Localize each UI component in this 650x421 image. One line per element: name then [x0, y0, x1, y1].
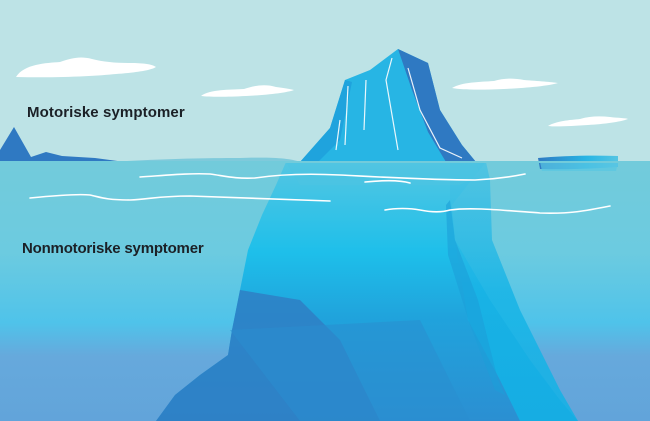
cloud-2 — [201, 85, 294, 97]
underwater-iceberg-ridge — [446, 200, 505, 395]
water-surface-line — [0, 161, 650, 163]
cloud-3 — [452, 78, 558, 90]
iceberg-tip-dark-face — [398, 49, 476, 162]
wave-lines — [29, 172, 611, 214]
nonmotor-symptoms-label: Nonmotoriske symptomer — [22, 240, 204, 257]
motor-symptoms-label: Motoriske symptomer — [27, 104, 185, 121]
underwater-iceberg-shadow-blend — [230, 320, 470, 421]
ice-crack-lines — [335, 57, 463, 159]
iceberg-tip-left-face — [300, 80, 352, 162]
ice-floe-reflection — [540, 162, 618, 171]
distant-mountains — [0, 127, 125, 162]
distant-ridge — [110, 157, 300, 162]
cloud-4 — [548, 116, 628, 127]
cloud-1 — [16, 57, 156, 78]
underwater-iceberg-facet — [450, 162, 578, 421]
